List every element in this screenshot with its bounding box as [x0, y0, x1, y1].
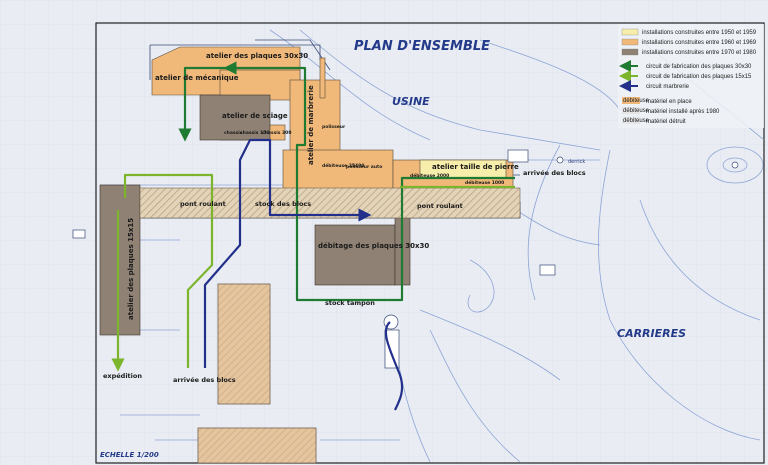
- label-polisseur: polisseur: [322, 124, 346, 130]
- circuit-green-to-mecanique: [178, 66, 230, 142]
- label-atelier-taille: atelier taille de pierre: [432, 163, 519, 171]
- label-derrick: derrick: [568, 159, 585, 165]
- lower-buildings: [197, 283, 317, 464]
- label-debiteuse-2000: débiteuse 2000: [410, 172, 449, 179]
- label-pont-roulant-2: pont roulant: [417, 202, 463, 210]
- label-atelier-plaques-30: atelier des plaques 30x30: [206, 52, 308, 60]
- label-debitage-plaques: débitage des plaques 30x30: [318, 242, 429, 250]
- label-arrivee-blocs-south: arrivée des blocs: [173, 376, 236, 384]
- label-pont-roulant-1: pont roulant: [180, 200, 226, 208]
- legend-background: [618, 24, 764, 128]
- label-atelier-sciage: atelier de sciage: [222, 112, 288, 120]
- legend-text-detruit: matériel détruit: [646, 119, 686, 125]
- legend-text-circuit-15: circuit de fabrication des plaques 15x15: [646, 74, 752, 80]
- circuit-lightgreen-south: [123, 173, 214, 368]
- legend-text-apres-1980: matériel installé après 1980: [646, 109, 720, 115]
- circuit-navy-arrivee: [203, 138, 372, 368]
- label-expedition: expédition: [103, 372, 142, 380]
- small-structures: [72, 149, 739, 369]
- buildings-1970s: [99, 94, 411, 336]
- plan-title: PLAN D'ENSEMBLE: [354, 39, 490, 54]
- zone-usine: USINE: [392, 95, 430, 108]
- legend-tag-bg-detruit: [622, 117, 640, 124]
- scale-label: ECHELLE 1/200: [100, 451, 159, 459]
- legend-swatch-1970s: [621, 48, 639, 56]
- label-atelier-mecanique: atelier de mécanique: [155, 74, 239, 82]
- legend-tag-detruit: débiteuse: [623, 118, 650, 124]
- label-chassis-300: chassis 300: [262, 130, 291, 136]
- crane-band: [139, 187, 521, 219]
- label-debiteuse-1000: débiteuse 1000: [465, 179, 504, 186]
- legend-tag-bg-en-place: [622, 97, 640, 104]
- label-arrivee-blocs-east: arrivée des blocs: [523, 169, 586, 177]
- legend-text-1970s: installations construites entre 1970 et …: [642, 50, 757, 56]
- label-stock-blocs: stock des blocs: [255, 200, 311, 208]
- legend: installations construites entre 1950 et …: [618, 24, 764, 128]
- circuit-dark-green: [178, 61, 515, 302]
- legend-tag-en-place: débiteuse: [623, 98, 650, 104]
- legend-text-circuit-30: circuit de fabrication des plaques 30x30: [646, 64, 752, 70]
- legend-text-1960s: installations construites entre 1960 et …: [642, 40, 757, 46]
- label-chassis-150: chassis 150: [240, 130, 269, 136]
- label-stock-tampon: stock tampon: [325, 299, 375, 307]
- label-chassis-1: chassis: [224, 130, 243, 136]
- legend-text-en-place: matériel en place: [646, 99, 692, 105]
- legend-swatch-1950s: [621, 28, 639, 36]
- circuit-light-green: [111, 173, 515, 372]
- label-atelier-marbrerie: atelier de marbrerie: [307, 85, 315, 165]
- circuit-green-arrivee: [223, 61, 515, 302]
- label-debiteuse-25400: débiteuse 25400: [322, 162, 364, 169]
- label-atelier-plaques-15: atelier des plaques 15x15: [127, 218, 135, 320]
- legend-text-circuit-marbrerie: circuit marbrerie: [646, 84, 690, 90]
- legend-swatch-1960s: [621, 38, 639, 46]
- legend-text-1950s: installations construites entre 1950 et …: [642, 30, 757, 36]
- circuit-navy: [203, 138, 404, 411]
- legend-tag-apres-1980: débiteuse: [623, 108, 650, 114]
- circuit-navy-cable: [384, 321, 404, 411]
- zone-carrieres: CARRIERES: [617, 327, 686, 340]
- legend-tag-bg-apres-1980: [622, 107, 640, 114]
- map-frame: [95, 22, 765, 464]
- label-polisseur-auto: polisseur auto: [346, 164, 382, 170]
